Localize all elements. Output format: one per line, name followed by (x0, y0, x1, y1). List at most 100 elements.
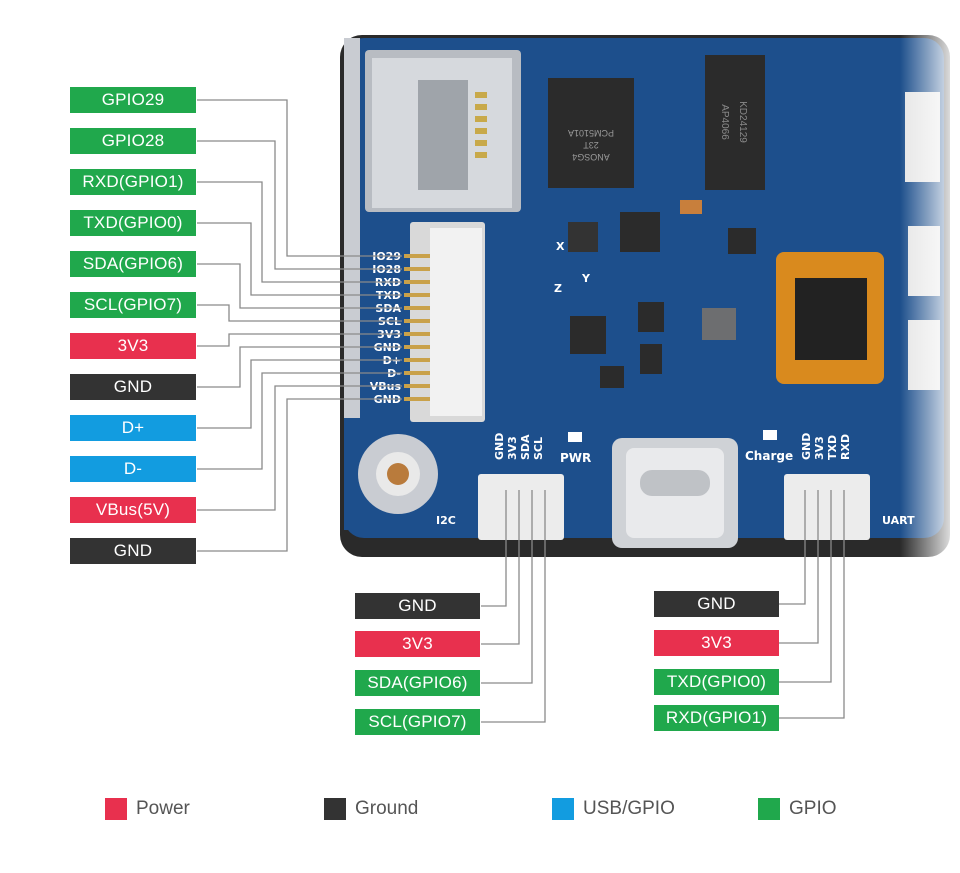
svg-text:PCM5101A: PCM5101A (568, 128, 614, 138)
left-pin-label: D+ (70, 415, 196, 441)
connector-pin-silk: SCL (532, 437, 545, 460)
uart-pin-label: RXD(GPIO1) (654, 705, 779, 731)
left-leader-wire (197, 346, 402, 388)
mcu-chip (776, 252, 884, 384)
pwr-led (568, 432, 582, 442)
fpc-pin (404, 384, 430, 388)
fpc-pin (404, 293, 430, 297)
gpio-swatch (758, 798, 780, 820)
svg-text:X: X (556, 240, 565, 253)
left-pin-label: RXD(GPIO1) (70, 169, 196, 195)
legend-label: Power (136, 798, 190, 819)
svg-text:Y: Y (581, 272, 591, 285)
uart-leader-wire (779, 490, 806, 605)
connector-pin-silk: SDA (519, 434, 532, 460)
uart-pin-label: 3V3 (654, 630, 779, 656)
connector-pin-silk: RXD (839, 434, 852, 460)
i2c-leader-wire (481, 490, 507, 607)
i2c-socket (478, 474, 564, 540)
left-pin-label: TXD(GPIO0) (70, 210, 196, 236)
fpc-pin (404, 254, 430, 258)
board: PCM5101A 23T ANOSG4 AP4066 KD24129 (340, 30, 960, 570)
legend-label: GPIO (789, 798, 837, 819)
i2c-leader-wire (481, 490, 520, 645)
legend-item-usb-gpio: USB/GPIO (552, 798, 675, 820)
left-leader-wire (197, 140, 402, 270)
connector-pin-silk: TXD (826, 435, 839, 460)
connector-pin-silk: 3V3 (506, 436, 519, 460)
left-leader-wire (197, 222, 402, 296)
left-pin-label: GPIO29 (70, 87, 196, 113)
legend-item-ground: Ground (324, 798, 418, 820)
svg-text:AP4066: AP4066 (719, 104, 730, 140)
uart-pin-label: GND (654, 591, 779, 617)
sensor-chip (702, 308, 736, 340)
power-swatch (105, 798, 127, 820)
svg-text:23T: 23T (583, 140, 599, 150)
left-pin-label: GND (70, 374, 196, 400)
connector-pin-silk: 3V3 (813, 436, 826, 460)
connector-pin-silk: GND (800, 433, 813, 460)
charge-led (763, 430, 777, 440)
legend-label: Ground (355, 798, 419, 819)
left-leader-wire (197, 359, 402, 429)
uart-leader-wire (779, 490, 845, 719)
case-edge (344, 38, 360, 418)
imu-chip (568, 222, 598, 252)
left-leader-wire (197, 333, 402, 347)
left-pin-label: GPIO28 (70, 128, 196, 154)
uart-socket (784, 474, 870, 540)
fpc-pin (404, 371, 430, 375)
left-pin-label: 3V3 (70, 333, 196, 359)
ic-chip (620, 212, 660, 252)
i2c-pin-label: SCL(GPIO7) (355, 709, 480, 735)
left-leader-wire (197, 372, 402, 470)
svg-text:KD24129: KD24129 (737, 101, 748, 143)
mounting-hole (344, 428, 438, 530)
charge-label: Charge (745, 449, 793, 463)
left-leader-wire (197, 263, 402, 309)
leader-wires (197, 99, 845, 723)
left-leader-wire (197, 398, 402, 552)
sd-card-slot (365, 50, 521, 212)
amplifier-chip: AP4066 KD24129 (705, 55, 765, 190)
fpc-pin (404, 306, 430, 310)
i2c-pin-label: 3V3 (355, 631, 480, 657)
left-pin-label: GND (70, 538, 196, 564)
left-leader-wire (197, 99, 402, 257)
svg-text:ANOSG4: ANOSG4 (572, 152, 610, 162)
left-pin-label: SDA(GPIO6) (70, 251, 196, 277)
fpc-pin (404, 332, 430, 336)
i2c-pin-label: SDA(GPIO6) (355, 670, 480, 696)
fpc-pin (404, 267, 430, 271)
fpc-pin (404, 319, 430, 323)
uart-leader-wire (779, 490, 819, 644)
uart-pin-label: TXD(GPIO0) (654, 669, 779, 695)
left-leader-wire (197, 304, 402, 322)
i2c-label: I2C (436, 514, 456, 527)
fpc-pin (404, 358, 430, 362)
fpc-pin (404, 397, 430, 401)
connector-pin-silk: GND (493, 433, 506, 460)
legend-label: USB/GPIO (583, 798, 675, 819)
left-pin-label: SCL(GPIO7) (70, 292, 196, 318)
i2c-leader-wire (481, 490, 546, 723)
uart-label: UART (882, 514, 915, 527)
legend-item-power: Power (105, 798, 190, 820)
svg-text:Z: Z (554, 282, 562, 295)
legend-item-gpio: GPIO (758, 798, 837, 820)
fpc-pin (404, 280, 430, 284)
audio-dac-chip: PCM5101A 23T ANOSG4 (548, 78, 634, 188)
board-silkscreen: I2C UART PWR Charge X Y Z (436, 240, 915, 527)
left-pin-label: D- (70, 456, 196, 482)
left-leader-wire (197, 385, 402, 511)
i2c-leader-wire (481, 490, 533, 684)
pwr-label: PWR (560, 451, 591, 465)
left-pin-label: VBus(5V) (70, 497, 196, 523)
uart-leader-wire (779, 490, 832, 683)
i2c-pin-label: GND (355, 593, 480, 619)
left-leader-wire (197, 181, 402, 283)
